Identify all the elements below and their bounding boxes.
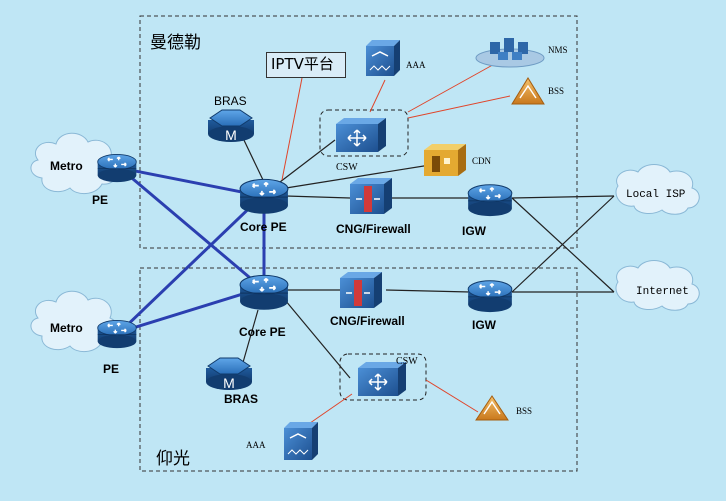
pe-top-router-icon <box>97 153 138 183</box>
core-pe-bottom-label: Core PE <box>239 325 286 339</box>
pe-bottom-router-icon <box>97 319 138 349</box>
core-pe-top-label: Core PE <box>240 220 287 234</box>
bss-bottom-icon <box>475 395 509 421</box>
csw-bottom-switch-icon <box>358 362 406 396</box>
zone-bottom-box <box>139 267 578 472</box>
aaa-bottom-label: AAA <box>246 440 266 450</box>
data-links <box>241 135 615 379</box>
iptv-platform-label: IPTV平台 <box>271 55 334 73</box>
csw-top-label: CSW <box>336 162 358 173</box>
core-pe-top-router-icon <box>239 178 289 215</box>
cng-firewall-top-label: CNG/Firewall <box>336 222 411 236</box>
internet-label: Internet <box>636 286 689 298</box>
bras-top-icon: M <box>208 109 254 143</box>
iptv-platform-box: IPTV平台 <box>266 52 346 78</box>
bras-top-label: BRAS <box>214 94 247 108</box>
aaa-top-server-icon <box>366 40 400 76</box>
metro-top-label: Metro <box>50 159 83 173</box>
csw-top-switch-icon <box>336 118 386 152</box>
local-isp-label: Local ISP <box>626 189 686 201</box>
nms-icon <box>475 38 545 68</box>
cng-firewall-top-icon <box>350 178 392 214</box>
cdn-label: CDN <box>472 156 492 166</box>
igw-top-router-icon <box>467 183 513 217</box>
cdn-icon <box>424 144 466 176</box>
zone-bottom-title: 仰光 <box>156 449 190 469</box>
aaa-bottom-server-icon <box>284 422 318 460</box>
csw-bottom-label: CSW <box>396 356 418 367</box>
igw-bottom-label: IGW <box>472 318 496 332</box>
backbone-links <box>118 166 266 334</box>
svg-text:M: M <box>223 375 235 391</box>
zone-top-title: 曼德勒 <box>150 33 201 53</box>
bras-bottom-label: BRAS <box>224 392 259 406</box>
cng-firewall-bottom-label: CNG/Firewall <box>330 314 405 328</box>
metro-bottom-label: Metro <box>50 321 83 335</box>
bss-top-icon <box>511 77 545 105</box>
cng-firewall-bottom-icon <box>340 272 382 308</box>
bss-bottom-label: BSS <box>516 406 533 416</box>
nms-label: NMS <box>548 45 568 55</box>
bss-top-label: BSS <box>548 86 565 96</box>
igw-top-label: IGW <box>462 224 486 238</box>
pe-top-label: PE <box>92 193 109 207</box>
aaa-top-label: AAA <box>406 60 426 70</box>
igw-bottom-router-icon <box>467 279 513 313</box>
bras-bottom-icon: M <box>206 357 252 391</box>
svg-text:M: M <box>225 127 237 143</box>
zone-top-box <box>139 15 578 249</box>
pe-bottom-label: PE <box>103 362 120 376</box>
csw-bottom-group <box>339 353 427 401</box>
csw-top-group <box>319 109 409 157</box>
cloud-local-isp <box>615 164 700 215</box>
core-pe-bottom-router-icon <box>239 274 289 311</box>
cloud-internet <box>615 260 700 311</box>
